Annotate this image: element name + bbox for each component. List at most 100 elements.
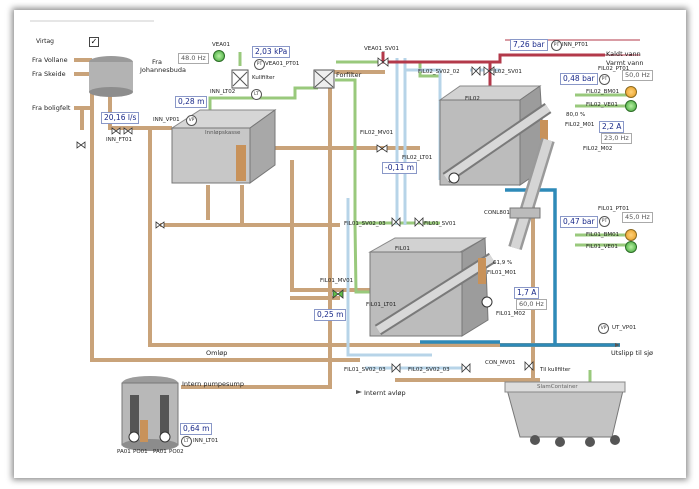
inn-level[interactable]: 0,28 m — [175, 96, 208, 108]
fil01-lt01-tag: FIL01_LT01 — [366, 302, 397, 308]
pump-sump — [121, 376, 179, 451]
fil01-percent: 61,9 % — [493, 260, 513, 266]
omlop-label: Omløp — [206, 349, 228, 357]
inn-lt01-icon: LT — [181, 436, 192, 447]
brown-pipes — [74, 58, 620, 389]
lightblue-pipes — [346, 58, 500, 370]
fil02-pt01-tag: FIL02_PT01 — [598, 66, 630, 72]
fil01-sv02-03-tag: FIL01_SV02_03 — [344, 221, 386, 227]
po01-tag: PO01 — [133, 449, 148, 455]
inn-pt01-tag: INN_PT01 — [562, 42, 589, 48]
virtag-label: Virtag — [36, 38, 54, 45]
fil02-level[interactable]: -0,11 m — [382, 162, 418, 174]
sludge-container — [504, 381, 626, 447]
vea01-pt-icon: PT — [254, 59, 265, 70]
red-pipes — [381, 52, 605, 90]
fil02-valve-icon[interactable] — [625, 100, 637, 112]
inn-pt01-icon: PT — [551, 40, 562, 51]
kaldt-vann-label: Kaldt vann — [606, 50, 641, 58]
fil01-sv02-03-bottom-tag: FIL01_SV02_03 — [344, 367, 386, 373]
pa01-tag-2: PA01 — [153, 449, 167, 455]
vea01-pt-tag: VEA01_PT01 — [265, 61, 300, 67]
po02-tag: PO02 — [169, 449, 184, 455]
valves — [76, 57, 534, 373]
carbon-filter — [231, 69, 249, 89]
blue-pipes — [420, 188, 620, 347]
vea01-hz: 48.0 Hz — [178, 53, 209, 64]
fil02-name: FIL02 — [465, 96, 480, 102]
fil01-pump-icon[interactable] — [625, 229, 637, 241]
utslipp-label: Utslipp til sjø — [611, 349, 654, 357]
inn-vp01-icon: VP — [186, 115, 197, 126]
fil02-mv01-tag: FIL02_MV01 — [360, 130, 394, 136]
fil02-sv02-03-bottom-tag: FIL02_SV02_03 — [408, 367, 450, 373]
fil01-m01-tag: FIL01_M01 — [487, 270, 517, 276]
internt-avlop-label: Internt avløp — [364, 389, 406, 397]
ut-vp01-icon: VP — [598, 323, 609, 334]
vea01-sv01-tag: VEA01_SV01 — [364, 46, 400, 52]
til-kullfilter-label: Til kullfilter — [540, 367, 571, 373]
vea01-tag: VEA01 — [212, 42, 230, 48]
fil01-hz: 45,0 Hz — [622, 212, 653, 223]
fil01-name: FIL01 — [395, 246, 410, 252]
fil01-current[interactable]: 1,7 A — [514, 287, 540, 299]
pump-sump-label: Intern pumpesump — [182, 380, 244, 388]
fil01-sv01-tag: FIL01_SV01 — [424, 221, 456, 227]
fil02-pump-icon[interactable] — [625, 86, 637, 98]
fil02-pressure[interactable]: 0,48 bar — [560, 73, 598, 85]
vea01-pressure[interactable]: 2,03 kPa — [252, 46, 291, 58]
flow-arrows — [356, 343, 620, 394]
inn-lt01-tag: INN_LT01 — [193, 438, 219, 444]
source-skeide: Fra Skeide — [32, 70, 66, 78]
fil02-lt01-tag: FIL02_LT01 — [402, 155, 433, 161]
fil02-ve01-tag: FIL02_VE01 — [586, 102, 618, 108]
prefilter — [313, 69, 335, 89]
inlet-tank — [89, 56, 133, 97]
inn-flow[interactable]: 20,16 l/s — [101, 112, 140, 124]
inlet-box-label: Innløpskasse — [205, 130, 241, 136]
fil02-sv01-tag: FIL02_SV01 — [490, 69, 522, 75]
fil01-motor-hz: 60,0 Hz — [516, 299, 547, 310]
fil01-pressure[interactable]: 0,47 bar — [560, 216, 598, 228]
fil01-mv01-tag: FIL01_MV01 — [320, 278, 354, 284]
source-johannesbuda-2: Johannesbuda — [140, 66, 186, 74]
source-johannesbuda-1: Fra — [152, 58, 162, 66]
container-label: SlamContainer — [537, 384, 578, 390]
fil01-level[interactable]: 0,25 m — [314, 309, 347, 321]
fil02-percent: 80,0 % — [566, 112, 586, 118]
inn-pressure[interactable]: 7,26 bar — [510, 39, 548, 51]
virtag-checkbox[interactable]: ✓ — [89, 37, 99, 47]
source-vollane: Fra Vollane — [32, 56, 68, 64]
inlet-box — [170, 109, 277, 184]
varmt-vann-label: Varmt vann — [606, 59, 644, 67]
fil02-m01-tag: FIL02_M01 — [565, 122, 595, 128]
inn-lt02-tag: INN_LT02 — [210, 89, 236, 95]
fil02-m02-tag: FIL02_M02 — [583, 146, 613, 152]
lt02-icon: LT — [251, 89, 262, 100]
conveyor-chute — [508, 137, 555, 251]
fil01-valve-icon[interactable] — [625, 241, 637, 253]
fil01-pt01-tag: FIL01_PT01 — [598, 206, 630, 212]
fil01-conl-tag: CONL801 — [484, 210, 510, 216]
fil02-current[interactable]: 2,2 A — [599, 121, 625, 133]
source-boligfelt: Fra boligfelt — [32, 104, 71, 112]
fil02-motor-hz: 23,0 Hz — [601, 133, 632, 144]
con-mv01-tag: CON_MV01 — [485, 360, 516, 366]
pump-level[interactable]: 0,64 m — [180, 423, 213, 435]
ut-vp01-tag: UT_VP01 — [612, 325, 637, 331]
fil01-m02-tag: FIL01_M02 — [496, 311, 526, 317]
fil02-hz: 50,0 Hz — [622, 70, 653, 81]
fil02-pt01-icon: PT — [599, 74, 610, 85]
pa01-tag: PA01 — [117, 449, 131, 455]
kullfilter-label: Kullfilter — [252, 75, 275, 81]
fil01-bm01-tag: FIL01_BM01 — [586, 232, 620, 238]
forfilter-label: Forfilter — [336, 71, 362, 79]
fil01-unit — [368, 237, 496, 337]
fil02-sv02-02-tag: FIL02_SV02_02 — [418, 69, 460, 75]
vea01-fan-icon[interactable] — [213, 50, 225, 62]
fil02-bm01-tag: FIL02_BM01 — [586, 89, 620, 95]
fil01-ve01-tag: FIL01_VE01 — [586, 244, 618, 250]
fil01-pt01-icon: PT — [599, 216, 610, 227]
inn-ft01-tag: INN_FT01 — [106, 137, 133, 143]
